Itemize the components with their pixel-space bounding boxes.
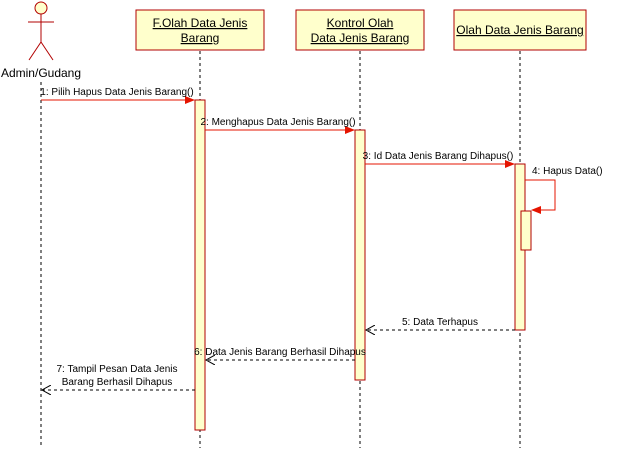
- message-1: 1: Pilih Hapus Data Jenis Barang(): [40, 87, 195, 104]
- message-4-self-call: 4: Hapus Data(): [525, 166, 603, 214]
- activation-bar-entity-self: [520, 210, 532, 251]
- participant-label-line2: Data Jenis Barang: [311, 31, 410, 45]
- message-label: 5: Data Terhapus: [402, 317, 478, 328]
- message-2: 2: Menghapus Data Jenis Barang(): [200, 117, 356, 134]
- message-label: 6: Data Jenis Barang Berhasil Dihapus: [194, 347, 366, 358]
- message-7-return: 7: Tampil Pesan Data Jenis Barang Berhas…: [42, 364, 195, 390]
- message-label: 4: Hapus Data(): [532, 166, 603, 177]
- activation-bar-kontrol: [354, 129, 366, 381]
- message-3: 3: Id Data Jenis Barang Dihapus(): [363, 151, 515, 168]
- message-6-return: 6: Data Jenis Barang Berhasil Dihapus: [194, 347, 366, 360]
- message-label: 1: Pilih Hapus Data Jenis Barang(): [40, 87, 193, 98]
- message-arrow: [525, 179, 556, 214]
- participant-kontrol-olah-data-jenis-barang: Kontrol Olah Data Jenis Barang: [295, 9, 425, 51]
- participant-form-olah-data-jenis-barang: F.Olah Data Jenis Barang: [135, 9, 265, 51]
- participant-label-line2: Barang: [181, 31, 220, 45]
- participant-label-line1: Kontrol Olah: [327, 16, 394, 30]
- actor-admin-gudang: Admin/Gudang: [1, 1, 81, 80]
- participant-label-line1: F.Olah Data Jenis: [153, 16, 248, 30]
- message-label: 3: Id Data Jenis Barang Dihapus(): [363, 151, 514, 162]
- message-label: 2: Menghapus Data Jenis Barang(): [200, 117, 355, 128]
- participant-label-line1: Olah Data Jenis Barang: [456, 23, 583, 37]
- message-5-return: 5: Data Terhapus: [366, 317, 515, 330]
- message-label-line2: Barang Berhasil Dihapus: [62, 377, 173, 388]
- stick-figure-actor-icon: [28, 1, 54, 61]
- message-label-line1: 7: Tampil Pesan Data Jenis: [57, 364, 178, 375]
- participant-olah-data-jenis-barang: Olah Data Jenis Barang: [453, 9, 587, 51]
- activation-bar-form: [194, 99, 206, 431]
- actor-name-label: Admin/Gudang: [1, 66, 81, 80]
